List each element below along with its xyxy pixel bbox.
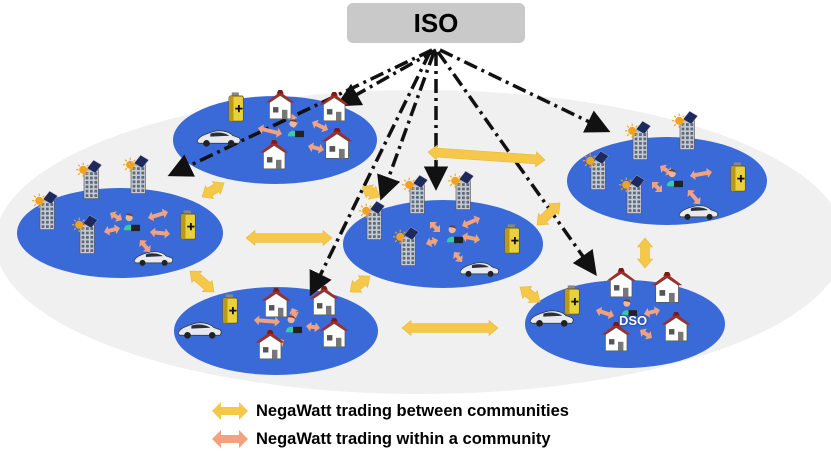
person-laptop-icon (621, 299, 637, 317)
iso-link-top-left (335, 48, 437, 107)
within-arrow (426, 236, 438, 248)
between-arrow-center-right (536, 202, 561, 226)
person-laptop-icon (123, 213, 140, 232)
within-arrow (148, 208, 168, 222)
iso-link-left (167, 48, 433, 177)
battery-icon (730, 162, 746, 192)
electric-car-icon (196, 130, 241, 147)
solar-building-icon (358, 200, 385, 240)
legend-within-label: NegaWatt trading within a community (256, 429, 551, 448)
iso-box: ISO (347, 3, 525, 43)
between-arrow-right-br (636, 237, 654, 269)
house-icon (319, 318, 349, 348)
house-icon (661, 312, 691, 342)
iso-link-bottom-left (309, 51, 432, 297)
electric-car-icon (133, 251, 174, 266)
within-arrow (690, 167, 713, 181)
within-arrow (308, 142, 324, 154)
between-arrow-center-br (519, 286, 541, 303)
between-arrow-tl-left (201, 181, 225, 199)
house-icon (309, 286, 339, 316)
electric-car-icon (678, 205, 719, 220)
within-arrow (254, 315, 280, 327)
double-arrow-salmon-icon (212, 430, 248, 448)
community-left (17, 188, 223, 278)
within-arrow (652, 182, 663, 193)
within-arrow (640, 328, 652, 340)
legend-row-within: NegaWatt trading within a community (212, 425, 569, 453)
solar-building-icon (71, 214, 98, 254)
solar-building-icon (671, 110, 698, 150)
within-arrow (258, 124, 282, 138)
within-arrow (596, 306, 615, 320)
solar-building-icon (624, 120, 651, 160)
iso-link-bottom-right (436, 50, 597, 276)
between-arrow-bl-center (349, 275, 371, 293)
between-arrow-tl-center (361, 184, 381, 200)
within-arrow (462, 215, 480, 229)
electric-car-icon (459, 262, 500, 277)
between-arrow-left-center (245, 229, 333, 247)
legend-row-between: NegaWatt trading between communities (212, 397, 569, 425)
within-arrow (430, 222, 441, 233)
solar-building-icon (447, 170, 474, 210)
between-arrow-top (427, 144, 546, 168)
person-laptop-icon (285, 315, 302, 334)
solar-building-icon (392, 226, 419, 266)
person-laptop-icon (666, 169, 683, 188)
within-arrow (110, 211, 122, 222)
solar-building-icon (75, 159, 102, 199)
house-icon (651, 272, 683, 303)
battery-icon (504, 224, 520, 254)
within-arrow (104, 224, 120, 236)
within-arrow (150, 227, 171, 239)
electric-car-icon (529, 310, 574, 327)
battery-icon (222, 294, 238, 324)
within-arrow (453, 252, 463, 262)
community-center (343, 200, 543, 288)
between-arrow-bottom (401, 319, 499, 337)
house-icon (259, 140, 289, 170)
iso-link-center-left (377, 51, 436, 201)
within-arrow (306, 321, 320, 333)
battery-icon (564, 285, 580, 315)
battery-icon (180, 210, 196, 240)
iso-link-right (439, 48, 611, 133)
person-laptop-icon (287, 119, 304, 138)
person-laptop-icon (446, 225, 463, 244)
between-arrow-left-bl (189, 270, 215, 293)
community-right (567, 137, 767, 225)
house-icon (606, 268, 636, 298)
solar-building-icon (401, 174, 428, 214)
solar-building-icon (122, 154, 149, 194)
house-icon (261, 288, 291, 318)
house-icon (265, 90, 295, 120)
solar-building-icon (31, 190, 58, 230)
within-arrow (462, 232, 481, 244)
legend-between-label: NegaWatt trading between communities (256, 401, 569, 420)
solar-building-icon (582, 150, 609, 190)
dso-label: DSO (619, 313, 648, 328)
within-arrow (312, 119, 328, 133)
electric-car-icon (177, 322, 222, 339)
house-icon (601, 322, 631, 352)
double-arrow-yellow-icon (212, 402, 248, 420)
battery-icon (228, 92, 244, 122)
house-icon (255, 330, 285, 360)
solar-building-icon (618, 174, 645, 214)
within-arrow (687, 190, 701, 205)
house-icon (321, 128, 353, 159)
iso-label: ISO (413, 7, 459, 38)
legend: NegaWatt trading between communities Neg… (212, 397, 569, 453)
within-arrow (139, 240, 151, 253)
within-arrow (644, 306, 660, 318)
house-icon (319, 92, 349, 122)
